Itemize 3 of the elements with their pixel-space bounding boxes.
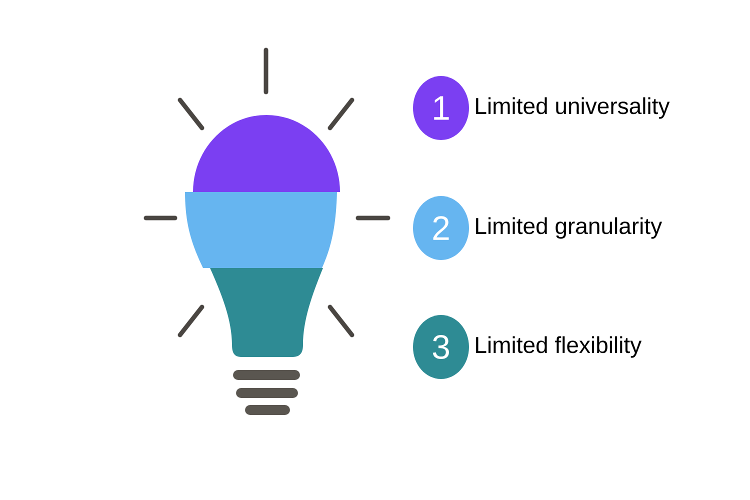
item-label: Limited granularity xyxy=(476,217,662,239)
item-label: Limited universality xyxy=(476,97,670,119)
item-label: Limited flexibility xyxy=(476,336,642,358)
